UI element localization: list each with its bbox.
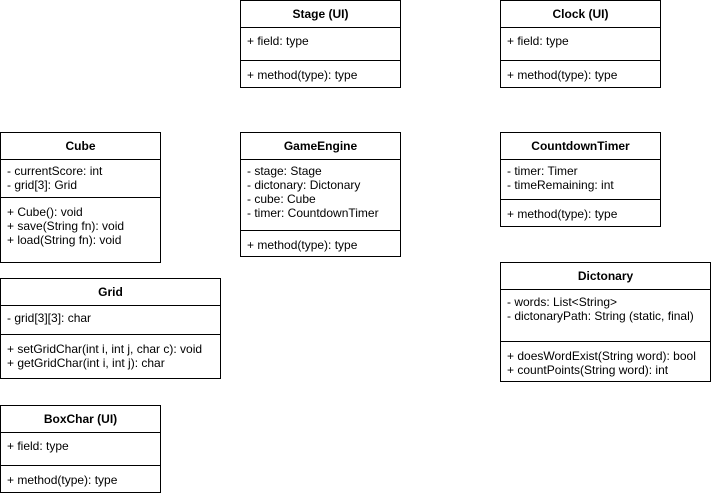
fields-section: - grid[3][3]: char <box>1 306 220 335</box>
field: - grid[3][3]: char <box>7 311 92 325</box>
field: - dictonaryPath: String (static, final) <box>507 309 694 323</box>
methods-section: + method(type): type <box>241 231 400 255</box>
field: + field: type <box>247 34 309 48</box>
methods-section: + method(type): type <box>501 61 660 85</box>
field: - words: List<String> <box>507 295 618 309</box>
field: + field: type <box>507 34 569 48</box>
class-dictonary[interactable]: Dictonary - words: List<String> - dicton… <box>500 262 711 382</box>
methods-section: + method(type): type <box>501 200 660 224</box>
fields-section: - currentScore: int - grid[3]: Grid <box>1 160 160 198</box>
class-countdown-timer[interactable]: CountdownTimer - timer: Timer - timeRema… <box>500 132 661 227</box>
class-title: Clock (UI) <box>501 1 660 28</box>
method: + setGridChar(int i, int j, char c): voi… <box>7 342 203 356</box>
class-grid[interactable]: Grid - grid[3][3]: char + setGridChar(in… <box>0 278 221 379</box>
methods-section: + Cube(): void + save(String fn): void +… <box>1 198 160 250</box>
fields-section: + field: type <box>501 28 660 61</box>
class-clock[interactable]: Clock (UI) + field: type + method(type):… <box>500 0 661 88</box>
method: + method(type): type <box>7 473 118 487</box>
field: - cube: Cube <box>247 192 316 206</box>
methods-section: + method(type): type <box>241 61 400 85</box>
field: + field: type <box>7 439 69 453</box>
field: - timeRemaining: int <box>507 178 614 192</box>
class-game-engine[interactable]: GameEngine - stage: Stage - dictonary: D… <box>240 132 401 257</box>
method: + method(type): type <box>507 68 618 82</box>
class-title: Dictonary <box>501 263 710 290</box>
method: + method(type): type <box>247 238 358 252</box>
method: + save(String fn): void <box>7 219 125 233</box>
fields-section: - timer: Timer - timeRemaining: int <box>501 160 660 200</box>
class-title: Stage (UI) <box>241 1 400 28</box>
method: + Cube(): void <box>7 205 83 219</box>
field: - dictonary: Dictonary <box>247 178 361 192</box>
fields-section: - stage: Stage - dictonary: Dictonary - … <box>241 160 400 231</box>
method: + doesWordExist(String word): bool <box>507 349 696 363</box>
method: + method(type): type <box>247 68 358 82</box>
method: + load(String fn): void <box>7 233 122 247</box>
method: + countPoints(String word): int <box>507 363 669 377</box>
field: - stage: Stage <box>247 164 322 178</box>
methods-section: + setGridChar(int i, int j, char c): voi… <box>1 335 220 373</box>
method: + method(type): type <box>507 207 618 221</box>
fields-section: + field: type <box>241 28 400 61</box>
class-cube[interactable]: Cube - currentScore: int - grid[3]: Grid… <box>0 132 161 263</box>
class-title: BoxChar (UI) <box>1 406 160 433</box>
field: - timer: Timer <box>507 164 578 178</box>
class-title: Grid <box>1 279 220 306</box>
class-stage[interactable]: Stage (UI) + field: type + method(type):… <box>240 0 401 88</box>
class-boxchar[interactable]: BoxChar (UI) + field: type + method(type… <box>0 405 161 493</box>
field: - grid[3]: Grid <box>7 178 78 192</box>
methods-section: + doesWordExist(String word): bool + cou… <box>501 342 710 380</box>
fields-section: - words: List<String> - dictonaryPath: S… <box>501 290 710 342</box>
field: - timer: CountdownTimer <box>247 206 379 220</box>
methods-section: + method(type): type <box>1 466 160 490</box>
field: - currentScore: int <box>7 164 103 178</box>
method: + getGridChar(int i, int j): char <box>7 356 165 370</box>
class-title: Cube <box>1 133 160 160</box>
class-title: CountdownTimer <box>501 133 660 160</box>
class-title: GameEngine <box>241 133 400 160</box>
fields-section: + field: type <box>1 433 160 466</box>
